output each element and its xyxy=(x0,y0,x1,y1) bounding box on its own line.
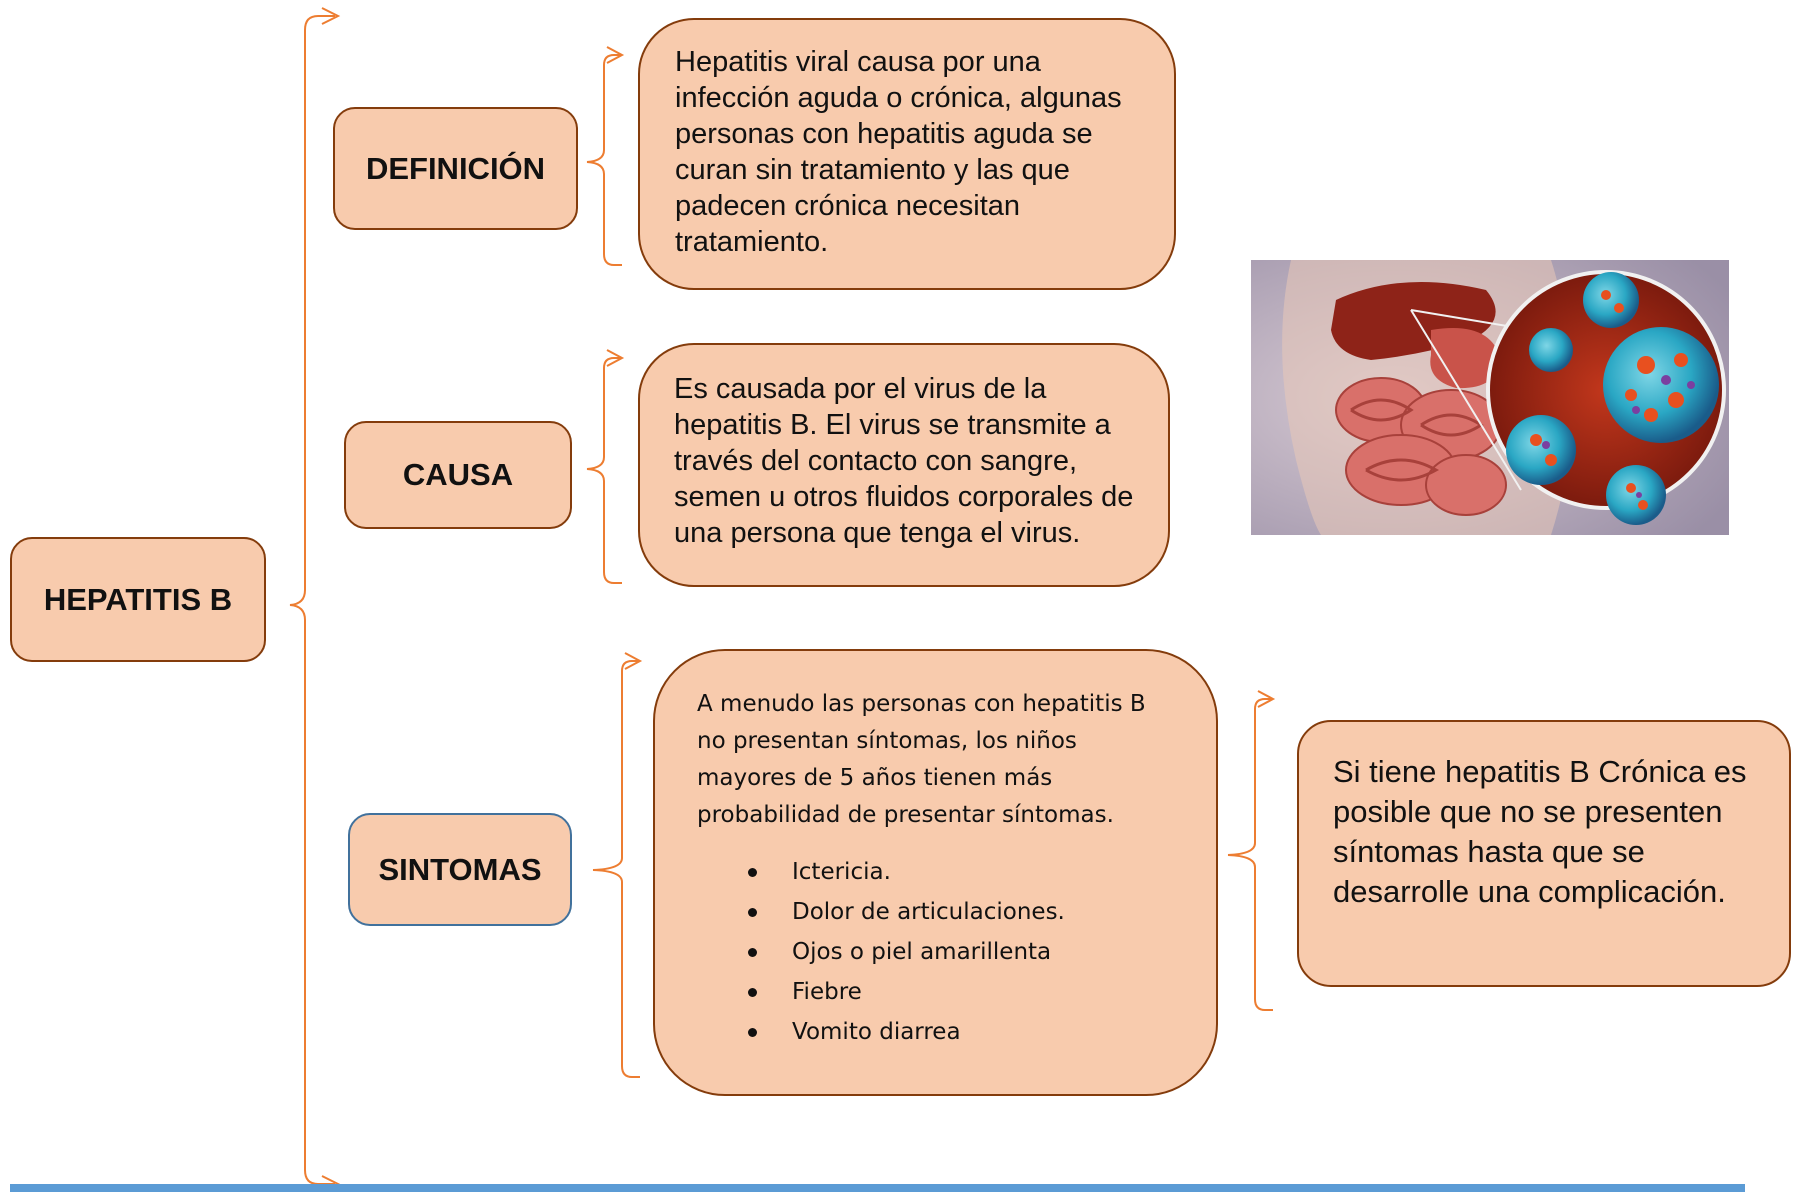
cronica-content-box: Si tiene hepatitis B Crónica es posible … xyxy=(1297,720,1791,987)
symptom-item-label: Dolor de articulaciones. xyxy=(792,899,1065,925)
causa-topic-box: CAUSA xyxy=(344,421,572,529)
main-topic-box: HEPATITIS B xyxy=(10,537,266,662)
main-topic-label: HEPATITIS B xyxy=(43,581,233,617)
bottom-rule xyxy=(10,1184,1745,1192)
sintomas-topic-box: SINTOMAS xyxy=(348,813,572,926)
definicion-brace-arrow xyxy=(606,46,625,64)
symptom-item: Fiebre xyxy=(697,972,1176,1012)
symptom-item-label: Ojos o piel amarillenta xyxy=(792,939,1052,965)
definicion-content-box: Hepatitis viral causa por una infección … xyxy=(638,18,1176,290)
definicion-topic-box: DEFINICIÓN xyxy=(333,107,578,230)
bullet-icon xyxy=(748,988,757,997)
main-brace xyxy=(289,15,335,1185)
causa-brace xyxy=(586,357,622,584)
main-brace-top-arrow xyxy=(321,7,341,25)
symptom-item-label: Fiebre xyxy=(792,979,862,1005)
bullet-icon xyxy=(748,868,757,877)
symptom-item: Dolor de articulaciones. xyxy=(697,892,1176,932)
symptom-item: Vomito diarrea xyxy=(697,1012,1176,1052)
symptom-item: Ictericia. xyxy=(697,852,1176,892)
hepatitis-virus-illustration xyxy=(1251,260,1729,535)
cronica-brace xyxy=(1227,698,1273,1011)
cronica-brace-arrow xyxy=(1257,690,1276,708)
sintomas-label: SINTOMAS xyxy=(378,851,542,887)
definicion-label: DEFINICIÓN xyxy=(365,150,546,186)
definicion-brace xyxy=(586,54,622,266)
symptom-list: Ictericia. Dolor de articulaciones. Ojos… xyxy=(697,852,1176,1052)
symptom-item-label: Vomito diarrea xyxy=(792,1019,961,1045)
bullet-icon xyxy=(748,908,757,917)
causa-text: Es causada por el virus de la hepatitis … xyxy=(674,373,1134,549)
definicion-text: Hepatitis viral causa por una infección … xyxy=(675,46,1122,258)
bullet-icon xyxy=(748,948,757,957)
cronica-text: Si tiene hepatitis B Crónica es posible … xyxy=(1333,754,1747,909)
sintomas-brace-arrow xyxy=(624,652,643,670)
causa-label: CAUSA xyxy=(402,457,514,492)
sintomas-brace xyxy=(592,660,640,1078)
sintomas-intro-text: A menudo las personas con hepatitis B no… xyxy=(697,691,1146,828)
causa-brace-arrow xyxy=(606,349,625,367)
bullet-icon xyxy=(748,1028,757,1037)
symptom-item-label: Ictericia. xyxy=(792,859,891,885)
symptom-item: Ojos o piel amarillenta xyxy=(697,932,1176,972)
sintomas-content-box: A menudo las personas con hepatitis B no… xyxy=(653,649,1218,1096)
causa-content-box: Es causada por el virus de la hepatitis … xyxy=(638,343,1170,587)
